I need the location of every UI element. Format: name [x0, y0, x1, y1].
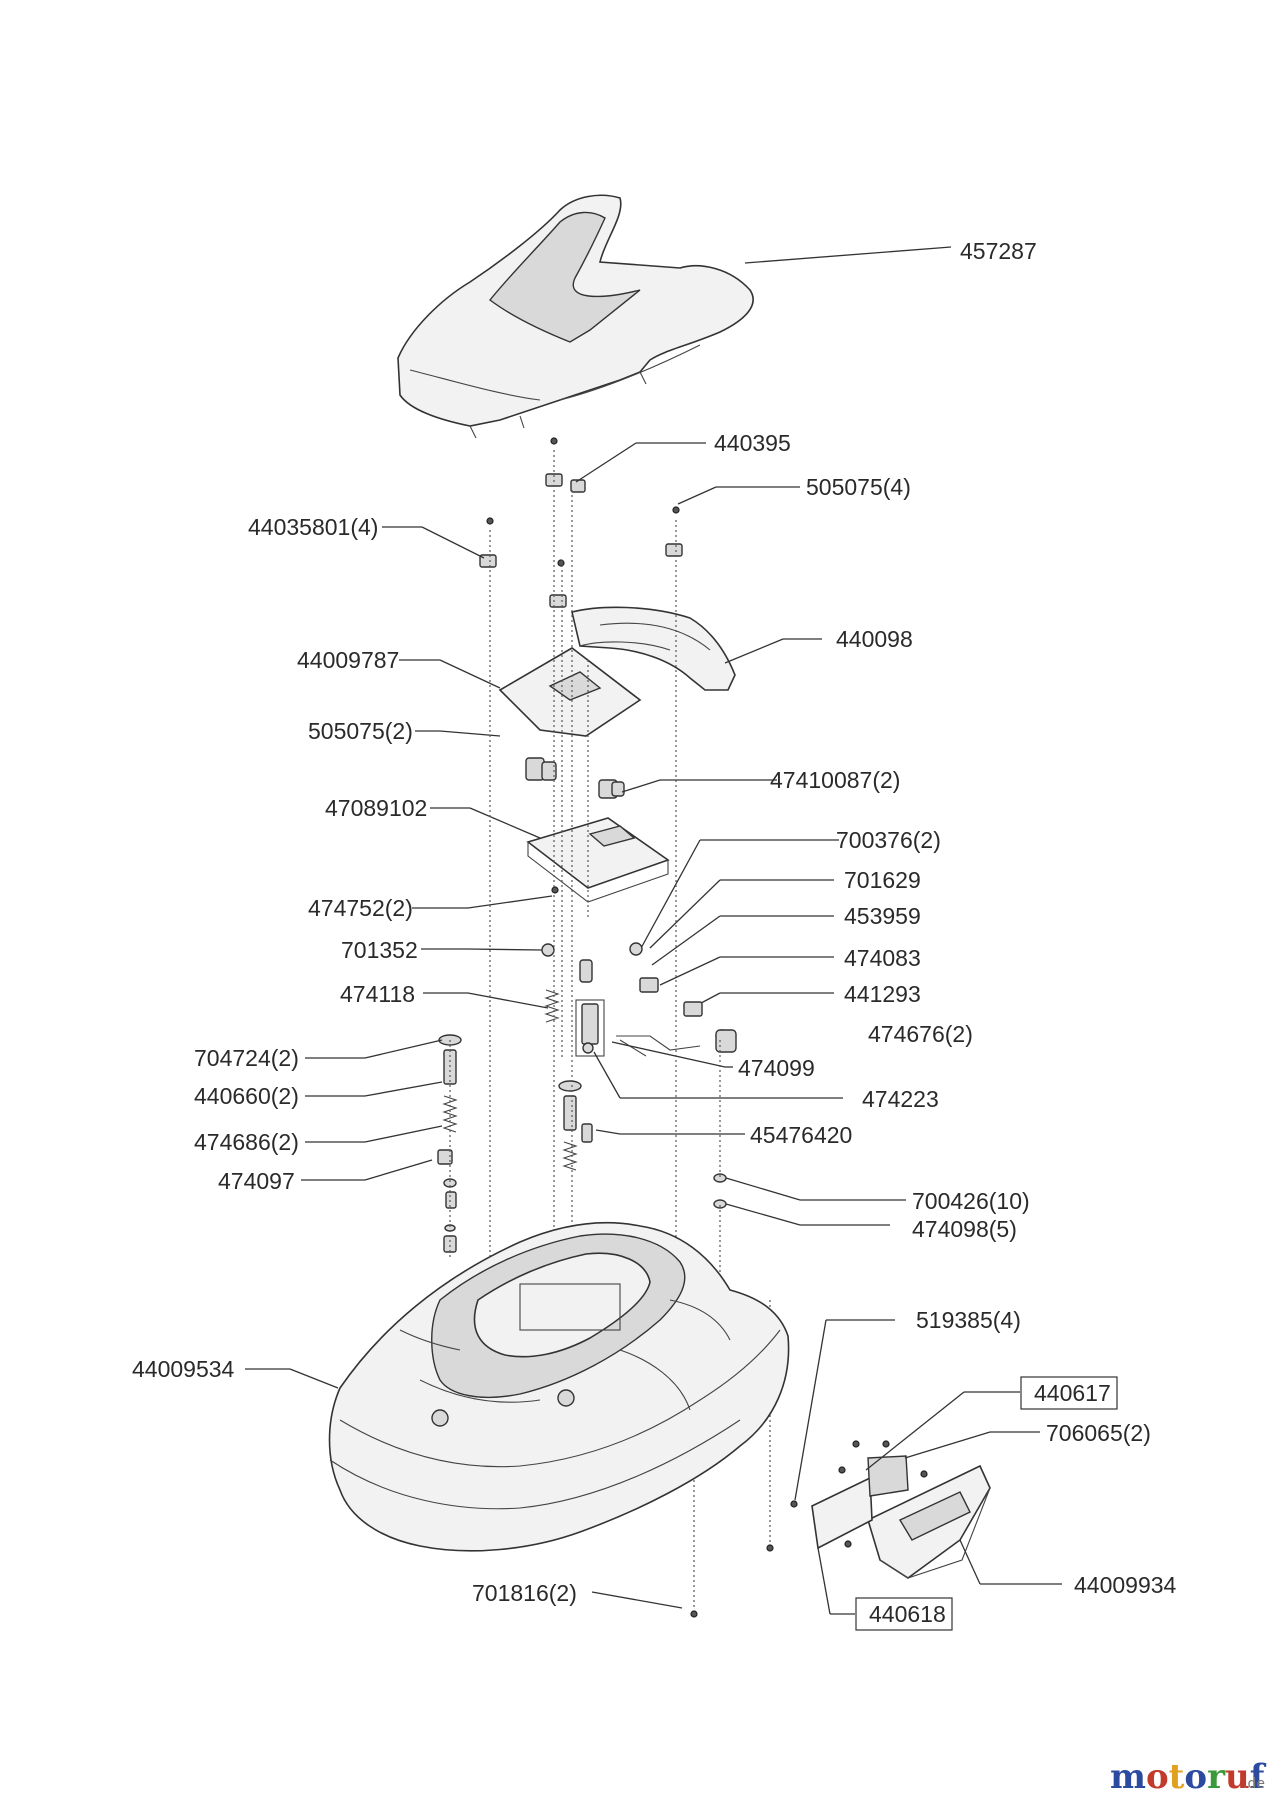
label-45476420: 45476420	[750, 1122, 852, 1148]
label-474752-2: 474752(2)	[308, 895, 413, 921]
label-440617: 440617	[1034, 1380, 1111, 1406]
label-474098-5: 474098(5)	[912, 1216, 1017, 1242]
label-700376-2: 700376(2)	[836, 827, 941, 853]
svg-text:motoruf: motoruf	[1110, 1757, 1267, 1797]
label-44009787: 44009787	[297, 647, 399, 673]
label-505075-4: 505075(4)	[806, 474, 911, 500]
latch-parts	[479, 437, 683, 608]
top-cover-part	[397, 194, 754, 439]
springs-and-pins	[437, 959, 727, 1253]
label-440618: 440618	[869, 1601, 946, 1627]
label-box-440617	[1020, 1376, 1118, 1410]
flap-part	[498, 647, 642, 737]
main-body-part	[328, 1221, 790, 1552]
part-number-labels: 457287 440395 505075(4) 44035801(4) 4400…	[132, 238, 1177, 1631]
watermark-suffix: .de	[1243, 1776, 1265, 1792]
label-704724-2: 704724(2)	[194, 1045, 299, 1071]
label-474676-2: 474676(2)	[868, 1021, 973, 1047]
label-474223: 474223	[862, 1086, 939, 1112]
label-440395: 440395	[714, 430, 791, 456]
hinge-clips	[525, 757, 625, 799]
label-44009934: 44009934	[1074, 1572, 1177, 1598]
label-441293: 441293	[844, 981, 921, 1007]
small-components	[541, 886, 737, 1057]
label-44035801-4: 44035801(4)	[248, 514, 378, 540]
label-701629: 701629	[844, 867, 921, 893]
label-47410087-2: 47410087(2)	[770, 767, 900, 793]
console-cover-part	[571, 606, 736, 691]
label-457287: 457287	[960, 238, 1037, 264]
label-474097: 474097	[218, 1168, 295, 1194]
label-519385-4: 519385(4)	[916, 1307, 1021, 1333]
label-701352: 701352	[341, 937, 418, 963]
label-474118: 474118	[340, 981, 415, 1007]
label-44009534: 44009534	[132, 1356, 235, 1382]
display-unit-part	[526, 817, 670, 903]
rear-panel-part	[790, 1440, 991, 1579]
label-701816-2: 701816(2)	[472, 1580, 577, 1606]
label-440660-2: 440660(2)	[194, 1083, 299, 1109]
label-box-440618	[855, 1597, 953, 1631]
label-505075-2: 505075(2)	[308, 718, 413, 744]
label-474099: 474099	[738, 1055, 815, 1081]
label-453959: 453959	[844, 903, 921, 929]
motoruf-watermark-logo: motoruf .de	[1110, 1757, 1267, 1797]
label-474686-2: 474686(2)	[194, 1129, 299, 1155]
label-47089102: 47089102	[325, 795, 427, 821]
label-700426-10: 700426(10)	[912, 1188, 1030, 1214]
label-440098: 440098	[836, 626, 913, 652]
label-474083: 474083	[844, 945, 921, 971]
label-706065-2: 706065(2)	[1046, 1420, 1151, 1446]
